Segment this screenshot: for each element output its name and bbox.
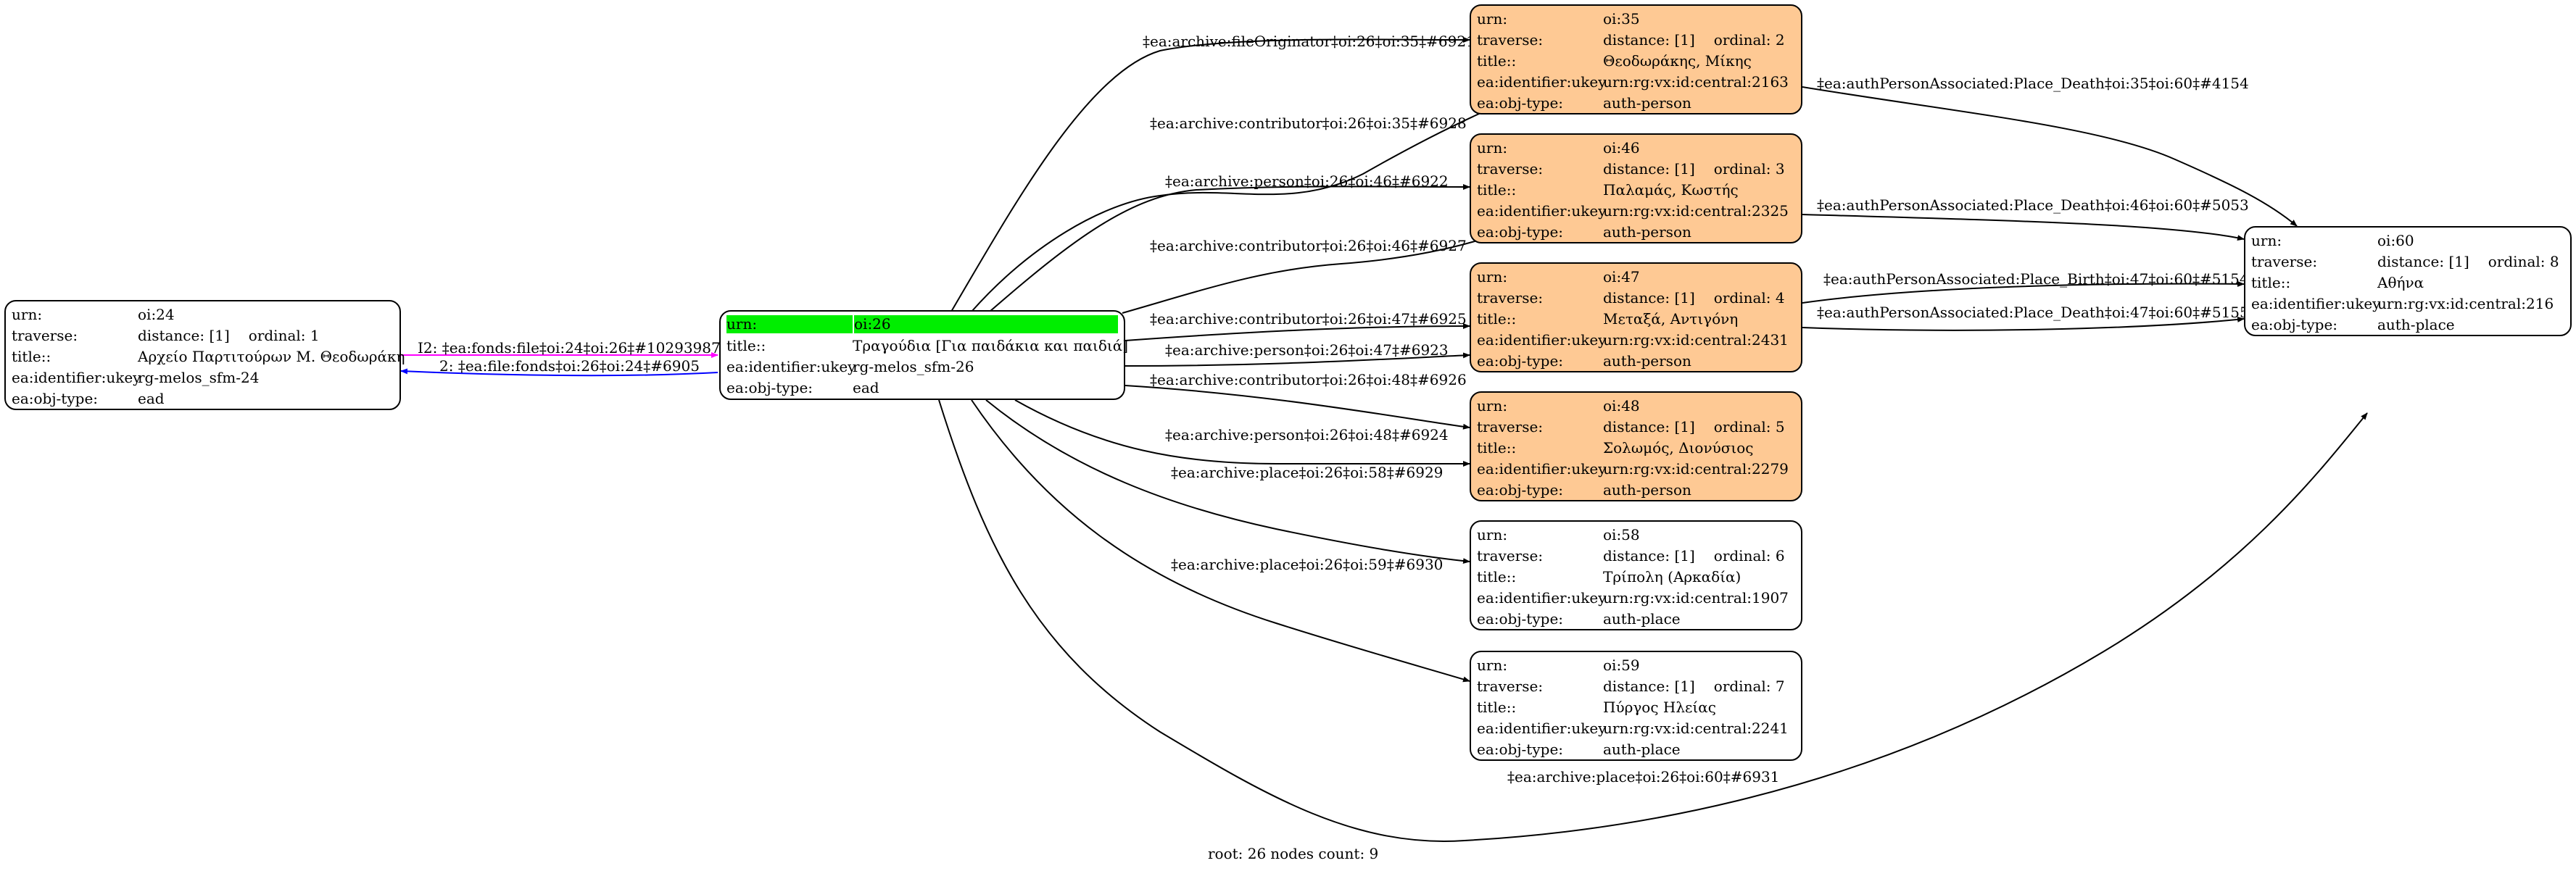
node-row-traverse: traverse:distance: [1]ordinal: 7 bbox=[1477, 677, 1785, 695]
node-row-objtype: ea:obj-type:ead bbox=[726, 378, 879, 396]
node-row-title: title::Αρχείο Παρτιτούρων Μ. Θεοδωράκη bbox=[12, 347, 405, 365]
node-row-urn: urn:oi:47 bbox=[1477, 267, 1640, 286]
node-row-objtype: ea:obj-type:auth-person bbox=[1477, 351, 1691, 370]
edge-47-60-birth bbox=[1802, 280, 2245, 304]
node-row-title: title::Σολωμός, Διονύσιος bbox=[1477, 438, 1754, 457]
footer-root: root: 26 bbox=[1208, 845, 1267, 862]
edge-label-place-59: ‡ea:archive:place‡oi:26‡oi:59‡#6930 bbox=[1171, 556, 1444, 573]
edge-label-contributor-48: ‡ea:archive:contributor‡oi:26‡oi:48‡#692… bbox=[1150, 371, 1467, 388]
node-row-traverse: traverse:distance: [1]ordinal: 2 bbox=[1477, 30, 1785, 49]
edge-label-place-58: ‡ea:archive:place‡oi:26‡oi:58‡#6929 bbox=[1171, 464, 1444, 481]
edge-26-47-contributor bbox=[1125, 323, 1470, 341]
edge-26-35-fileOriginator bbox=[951, 36, 1470, 312]
node-oi-24[interactable]: urn:oi:24 traverse:distance: [1]ordinal:… bbox=[4, 300, 405, 410]
node-row-urn: urn:oi:58 bbox=[1477, 525, 1640, 543]
node-row-traverse: traverse:distance: [1]ordinal: 5 bbox=[1477, 417, 1785, 436]
edge-35-60-death bbox=[1802, 86, 2298, 227]
node-oi-35[interactable]: urn:oi:35 traverse:distance: [1]ordinal:… bbox=[1470, 4, 1802, 114]
node-oi-26-root[interactable]: urn:oi:26 title::Τραγούδια [Για παιδάκια… bbox=[719, 310, 1129, 400]
edge-label-person-47: ‡ea:archive:person‡oi:26‡oi:47‡#6923 bbox=[1165, 341, 1449, 359]
node-row-urn: urn:oi:46 bbox=[1477, 138, 1640, 157]
node-row-urn: urn:oi:59 bbox=[1477, 656, 1640, 674]
node-row-traverse: traverse:distance: [1]ordinal: 4 bbox=[1477, 288, 1785, 307]
node-oi-46[interactable]: urn:oi:46 traverse:distance: [1]ordinal:… bbox=[1470, 133, 1802, 243]
node-row-title: title::Θεοδωράκης, Μίκης bbox=[1477, 51, 1752, 70]
node-row-title: title::Τραγούδια [Για παιδάκια και παιδι… bbox=[726, 336, 1129, 354]
node-row-objtype: ea:obj-type:ead bbox=[12, 389, 165, 407]
node-row-objtype: ea:obj-type:auth-person bbox=[1477, 222, 1691, 241]
edge-label-fileOriginator-35: ‡ea:archive:fileOriginator‡oi:26‡oi:35‡#… bbox=[1143, 33, 1475, 50]
node-oi-59[interactable]: urn:oi:59 traverse:distance: [1]ordinal:… bbox=[1470, 651, 1802, 761]
node-row-objtype: ea:obj-type:auth-place bbox=[1477, 609, 1681, 628]
edge-label-death-47-60: ‡ea:authPersonAssociated:Place_Death‡oi:… bbox=[1817, 304, 2249, 321]
edge-26-46-contributor bbox=[1122, 235, 1494, 314]
node-row-urn: urn:oi:35 bbox=[1477, 9, 1640, 28]
node-row-title: title::Πύργος Ηλείας bbox=[1477, 698, 1716, 716]
node-row-objtype: ea:obj-type:auth-place bbox=[2251, 315, 2455, 333]
node-oi-47[interactable]: urn:oi:47 traverse:distance: [1]ordinal:… bbox=[1470, 262, 1802, 372]
node-row-traverse: traverse:distance: [1]ordinal: 6 bbox=[1477, 546, 1785, 564]
edge-label-place-60: ‡ea:archive:place‡oi:26‡oi:60‡#6931 bbox=[1507, 768, 1780, 785]
edge-label-person-48: ‡ea:archive:person‡oi:26‡oi:48‡#6924 bbox=[1165, 426, 1449, 443]
edge-label-death-35-60: ‡ea:authPersonAssociated:Place_Death‡oi:… bbox=[1817, 75, 2249, 92]
node-row-title: title::Τρίπολη (Αρκαδία) bbox=[1477, 567, 1742, 585]
node-row-objtype: ea:obj-type:auth-person bbox=[1477, 480, 1691, 499]
edge-label-person-46: ‡ea:archive:person‡oi:26‡oi:46‡#6922 bbox=[1165, 172, 1449, 190]
edge-26-47-person bbox=[1125, 352, 1470, 367]
node-row-objtype: ea:obj-type:auth-place bbox=[1477, 740, 1681, 758]
node-row-title: title::Αθήνα bbox=[2251, 273, 2424, 291]
node-oi-58[interactable]: urn:oi:58 traverse:distance: [1]ordinal:… bbox=[1470, 520, 1802, 630]
edge-label-contributor-35: ‡ea:archive:contributor‡oi:26‡oi:35‡#692… bbox=[1150, 114, 1467, 132]
node-row-objtype: ea:obj-type:auth-person bbox=[1477, 93, 1691, 112]
node-row-urn: urn:oi:60 bbox=[2251, 231, 2414, 249]
edge-46-60-death bbox=[1802, 214, 2245, 241]
edge-26-24-file-fonds bbox=[400, 368, 718, 377]
node-row-urn: urn:oi:48 bbox=[1477, 396, 1640, 414]
node-row-traverse: traverse:distance: [1]ordinal: 8 bbox=[2251, 252, 2559, 270]
edge-label-birth-47-60: ‡ea:authPersonAssociated:Place_Birth‡oi:… bbox=[1823, 270, 2249, 288]
edge-26-59-place bbox=[971, 399, 1470, 683]
node-row-traverse: traverse:distance: [1]ordinal: 3 bbox=[1477, 159, 1785, 178]
node-row-urn: urn:oi:24 bbox=[12, 305, 175, 323]
node-row-traverse: traverse:distance: [1]ordinal: 1 bbox=[12, 326, 320, 344]
node-oi-48[interactable]: urn:oi:48 traverse:distance: [1]ordinal:… bbox=[1470, 391, 1802, 501]
edge-26-46-person bbox=[989, 183, 1470, 312]
node-row-urn-highlighted: urn:oi:26 bbox=[726, 314, 1118, 335]
footer-count: nodes count: 9 bbox=[1270, 845, 1379, 862]
edge-label-fonds-file: I2: ‡ea:fonds:file‡oi:24‡oi:26‡#10293987 bbox=[418, 339, 721, 357]
edge-26-48-contributor bbox=[1125, 385, 1470, 430]
node-oi-60[interactable]: urn:oi:60 traverse:distance: [1]ordinal:… bbox=[2244, 226, 2572, 336]
edge-26-48-person bbox=[1014, 399, 1470, 467]
node-row-title: title::Παλαμάς, Κωστής bbox=[1477, 180, 1739, 199]
edge-26-60-place bbox=[938, 399, 2368, 842]
edge-47-60-death bbox=[1802, 316, 2245, 331]
edge-label-contributor-46: ‡ea:archive:contributor‡oi:26‡oi:46‡#692… bbox=[1150, 237, 1467, 254]
edge-26-35-contributor bbox=[971, 107, 1494, 312]
edge-label-contributor-47: ‡ea:archive:contributor‡oi:26‡oi:47‡#692… bbox=[1150, 310, 1467, 328]
edge-label-death-46-60: ‡ea:authPersonAssociated:Place_Death‡oi:… bbox=[1817, 196, 2249, 214]
node-row-title: title::Μεταξά, Αντιγόνη bbox=[1477, 309, 1739, 328]
edge-26-58-place bbox=[985, 399, 1470, 564]
edge-label-file-fonds: 2: ‡ea:file:fonds‡oi:26‡oi:24‡#6905 bbox=[439, 357, 700, 375]
